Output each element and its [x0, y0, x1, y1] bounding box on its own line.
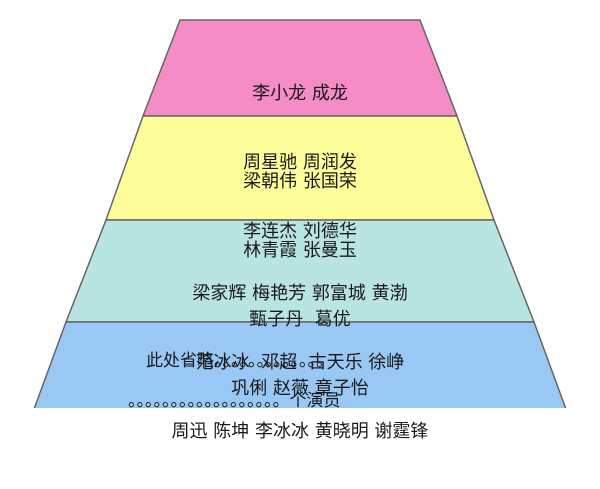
tier-4-band — [33, 321, 567, 408]
tier-3-line-3: 周迅 陈坤 李冰冰 黄晓明 谢霆锋 — [171, 421, 429, 442]
tier-2-line-4: 巩俐 赵薇 章子怡 — [231, 378, 369, 399]
tier-1-line-2: 周星驰 周润发 — [243, 152, 357, 173]
tier-1-line-3: 李连杰 刘德华 — [243, 221, 357, 242]
tier-2-line-1: 梁朝伟 张国荣 — [243, 171, 357, 192]
tier-2-line-3: 甄子丹 葛优 — [249, 309, 351, 330]
tier-3-line-2: 范冰冰 邓超 古天乐 徐峥 — [195, 352, 405, 373]
tier-1-line-1: 李小龙 成龙 — [252, 83, 348, 104]
pyramid-diagram: 李小龙 成龙 周星驰 周润发 李连杰 刘德华 梁朝伟 张国荣 林青霞 张曼玉 甄… — [0, 19, 600, 442]
tier-2-names: 梁朝伟 张国荣 林青霞 张曼玉 甄子丹 葛优 巩俐 赵薇 章子怡 — [0, 124, 600, 446]
tier-3-line-1: 梁家辉 梅艳芳 郭富城 黄渤 — [192, 283, 408, 304]
omitted-note-continued: 。。。。。。。。。。。。。。。。。。个演员 — [128, 391, 341, 411]
tier-1-names: 李小龙 成龙 周星驰 周润发 李连杰 刘德华 — [0, 36, 600, 289]
tier-2-line-2: 林青霞 张曼玉 — [243, 240, 357, 261]
omitted-note: 此处省略。。。。。。。。。。。。。 — [146, 351, 333, 371]
pyramid-shape — [33, 19, 567, 408]
